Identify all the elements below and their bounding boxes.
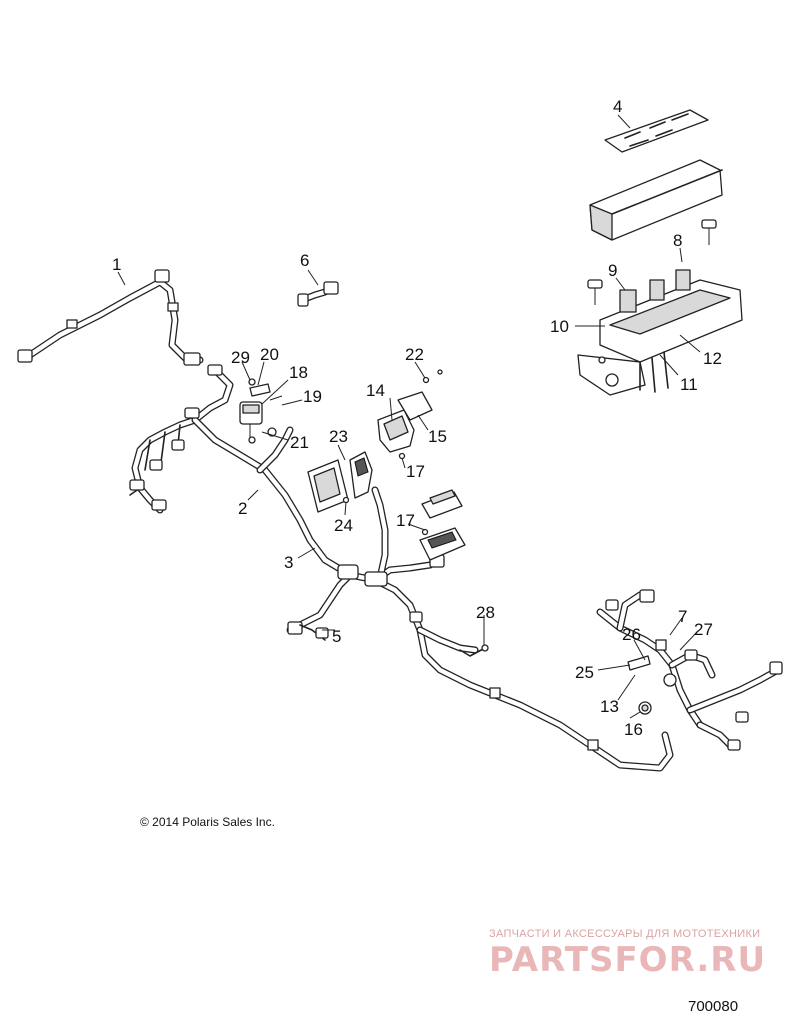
- callout-8: 8: [673, 231, 682, 250]
- callout-16: 16: [624, 720, 643, 739]
- callout-9: 9: [608, 261, 617, 280]
- copyright-notice: © 2014 Polaris Sales Inc.: [140, 815, 275, 829]
- part-28-ground-wire: [459, 644, 489, 657]
- callout-2: 2: [238, 499, 247, 518]
- callout-7: 7: [678, 607, 687, 626]
- callout-10: 10: [550, 317, 569, 336]
- part-14-relay-box: [377, 369, 443, 460]
- part-23-ecu: [307, 451, 373, 513]
- callout-13: 13: [600, 697, 619, 716]
- relay-assembly-18: [239, 378, 283, 444]
- leader-lines: [117, 114, 701, 719]
- watermark-tagline: ЗАПЧАСТИ И АКСЕССУАРЫ ДЛЯ МОТОТЕХНИКИ: [489, 928, 761, 940]
- callout-22: 22: [405, 345, 424, 364]
- callout-15: 15: [428, 427, 447, 446]
- callout-21: 21: [290, 433, 309, 452]
- callout-17-lower: 17: [396, 511, 415, 530]
- callout-27: 27: [694, 620, 713, 639]
- callout-28: 28: [476, 603, 495, 622]
- callout-6: 6: [300, 251, 309, 270]
- callout-18: 18: [289, 363, 308, 382]
- diagram-number: 700080: [688, 998, 739, 1015]
- callout-11: 11: [680, 375, 698, 394]
- callout-25: 25: [575, 663, 594, 682]
- callout-4: 4: [613, 97, 622, 116]
- part-5-sub-harness: [299, 624, 329, 641]
- callout-19: 19: [303, 387, 322, 406]
- bolt-9: [587, 279, 603, 305]
- callout-26: 26: [622, 625, 641, 644]
- callout-17-upper: 17: [406, 462, 425, 481]
- callout-29: 29: [231, 348, 250, 367]
- part-7-rear-harness: [596, 589, 783, 751]
- part-6-sensor: [297, 281, 339, 307]
- callout-3: 3: [284, 553, 293, 572]
- watermark-brand: PARTSFOR.RU: [489, 940, 767, 980]
- callout-labels: 1 2 3 4 5 6 7 8 9 10 11 12 13 14 15 16 1…: [112, 97, 722, 739]
- callout-23: 23: [329, 427, 348, 446]
- callout-12: 12: [703, 349, 722, 368]
- callout-20: 20: [260, 345, 279, 364]
- part-2-main-harness: [129, 364, 674, 772]
- part-17-fuse-block: [419, 489, 466, 561]
- callout-1: 1: [112, 255, 121, 274]
- callout-14: 14: [366, 381, 385, 400]
- part-1-front-harness: [17, 269, 204, 366]
- callout-24: 24: [334, 516, 353, 535]
- bolt-8: [701, 219, 717, 245]
- fuse-box-assembly: [577, 109, 743, 396]
- callout-5: 5: [332, 627, 341, 646]
